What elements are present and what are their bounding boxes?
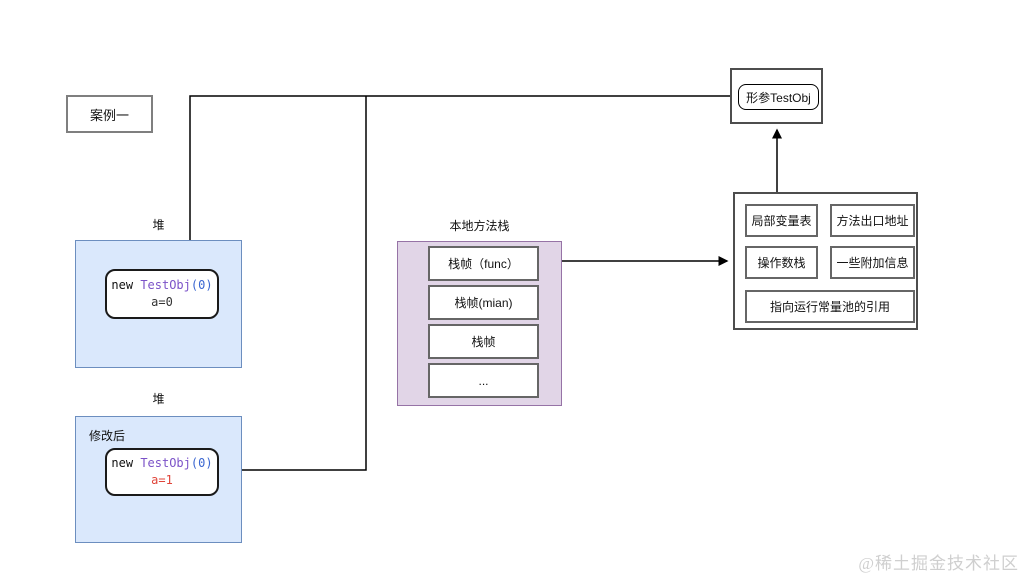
stack-frame: 栈帧 xyxy=(428,324,539,359)
code-classname: TestObj xyxy=(140,278,191,292)
code-keyword: new xyxy=(111,456,141,470)
cell-runtime-constant-pool-ref: 指向运行常量池的引用 xyxy=(745,290,915,323)
heap2-object-node: new TestObj(0) a=1 xyxy=(105,448,219,496)
cell-additional-info: 一些附加信息 xyxy=(830,246,915,279)
heap2-object-code: new TestObj(0) xyxy=(111,455,212,472)
cell-operand-stack: 操作数栈 xyxy=(745,246,818,279)
heap2-object-field: a=1 xyxy=(151,473,173,487)
formal-param-container: 形参TestObj xyxy=(730,68,823,124)
cell-method-exit-address: 方法出口地址 xyxy=(830,204,915,237)
heap1-container: new TestObj(0) a=0 xyxy=(75,240,242,368)
heap2-label: 堆 xyxy=(152,391,165,406)
cell-local-variable-table: 局部变量表 xyxy=(745,204,818,237)
code-args: (0) xyxy=(190,456,213,470)
watermark-text: @稀土掘金技术社区 xyxy=(858,554,1019,573)
frame-detail-container: 局部变量表 方法出口地址 操作数栈 一些附加信息 指向运行常量池的引用 xyxy=(733,192,918,330)
native-method-stack-label: 本地方法栈 xyxy=(449,218,510,233)
code-keyword: new xyxy=(111,278,141,292)
stack-frame-func: 栈帧（func） xyxy=(428,246,539,281)
heap2-container: 修改后 new TestObj(0) a=1 xyxy=(75,416,242,543)
stack-frame-ellipsis: ... xyxy=(428,363,539,398)
formal-param-node: 形参TestObj xyxy=(738,84,819,110)
heap1-object-code: new TestObj(0) xyxy=(111,277,212,294)
heap1-object-field: a=0 xyxy=(151,295,173,309)
heap1-object-node: new TestObj(0) a=0 xyxy=(105,269,219,319)
stack-frame-main: 栈帧(mian) xyxy=(428,285,539,320)
code-args: (0) xyxy=(190,278,213,292)
case-title-label: 案例一 xyxy=(89,107,129,123)
heap2-note: 修改后 xyxy=(89,429,126,443)
heap1-label: 堆 xyxy=(152,217,165,232)
case-title-box: 案例一 xyxy=(66,95,153,133)
code-classname: TestObj xyxy=(140,456,191,470)
native-method-stack-container: 栈帧（func） 栈帧(mian) 栈帧 ... xyxy=(397,241,562,406)
